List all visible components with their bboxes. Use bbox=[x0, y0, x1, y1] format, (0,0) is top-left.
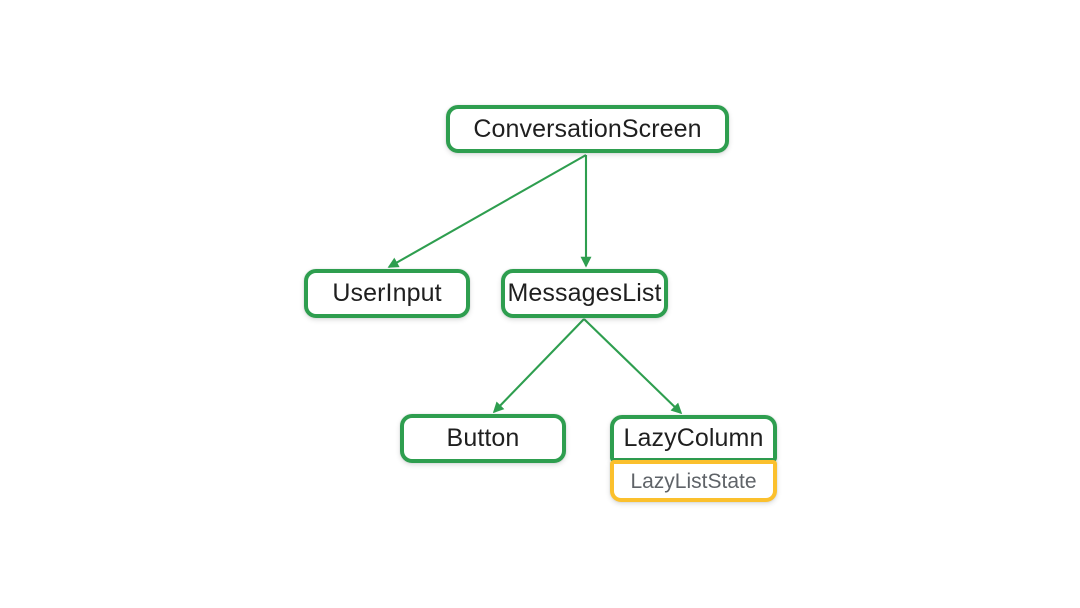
edge-messageslist-button bbox=[492, 318, 585, 414]
node-lazy-column[interactable]: LazyColumn bbox=[610, 415, 777, 462]
node-label-button: Button bbox=[446, 424, 520, 452]
node-lazy-list-state[interactable]: LazyListState bbox=[610, 460, 777, 502]
node-label-conversation-screen: ConversationScreen bbox=[473, 114, 702, 143]
node-label-user-input: UserInput bbox=[332, 279, 442, 307]
edge-messageslist-lazycolumn bbox=[583, 318, 683, 415]
node-label-lazy-column: LazyColumn bbox=[623, 424, 764, 452]
node-conversation-screen[interactable]: ConversationScreen bbox=[446, 105, 729, 153]
node-label-lazy-list-state: LazyListState bbox=[630, 469, 757, 493]
node-messages-list[interactable]: MessagesList bbox=[501, 269, 668, 318]
node-label-messages-list: MessagesList bbox=[507, 279, 662, 307]
node-button[interactable]: Button bbox=[400, 414, 566, 463]
edge-conversationscreen-userinput bbox=[387, 154, 587, 268]
node-user-input[interactable]: UserInput bbox=[304, 269, 470, 318]
